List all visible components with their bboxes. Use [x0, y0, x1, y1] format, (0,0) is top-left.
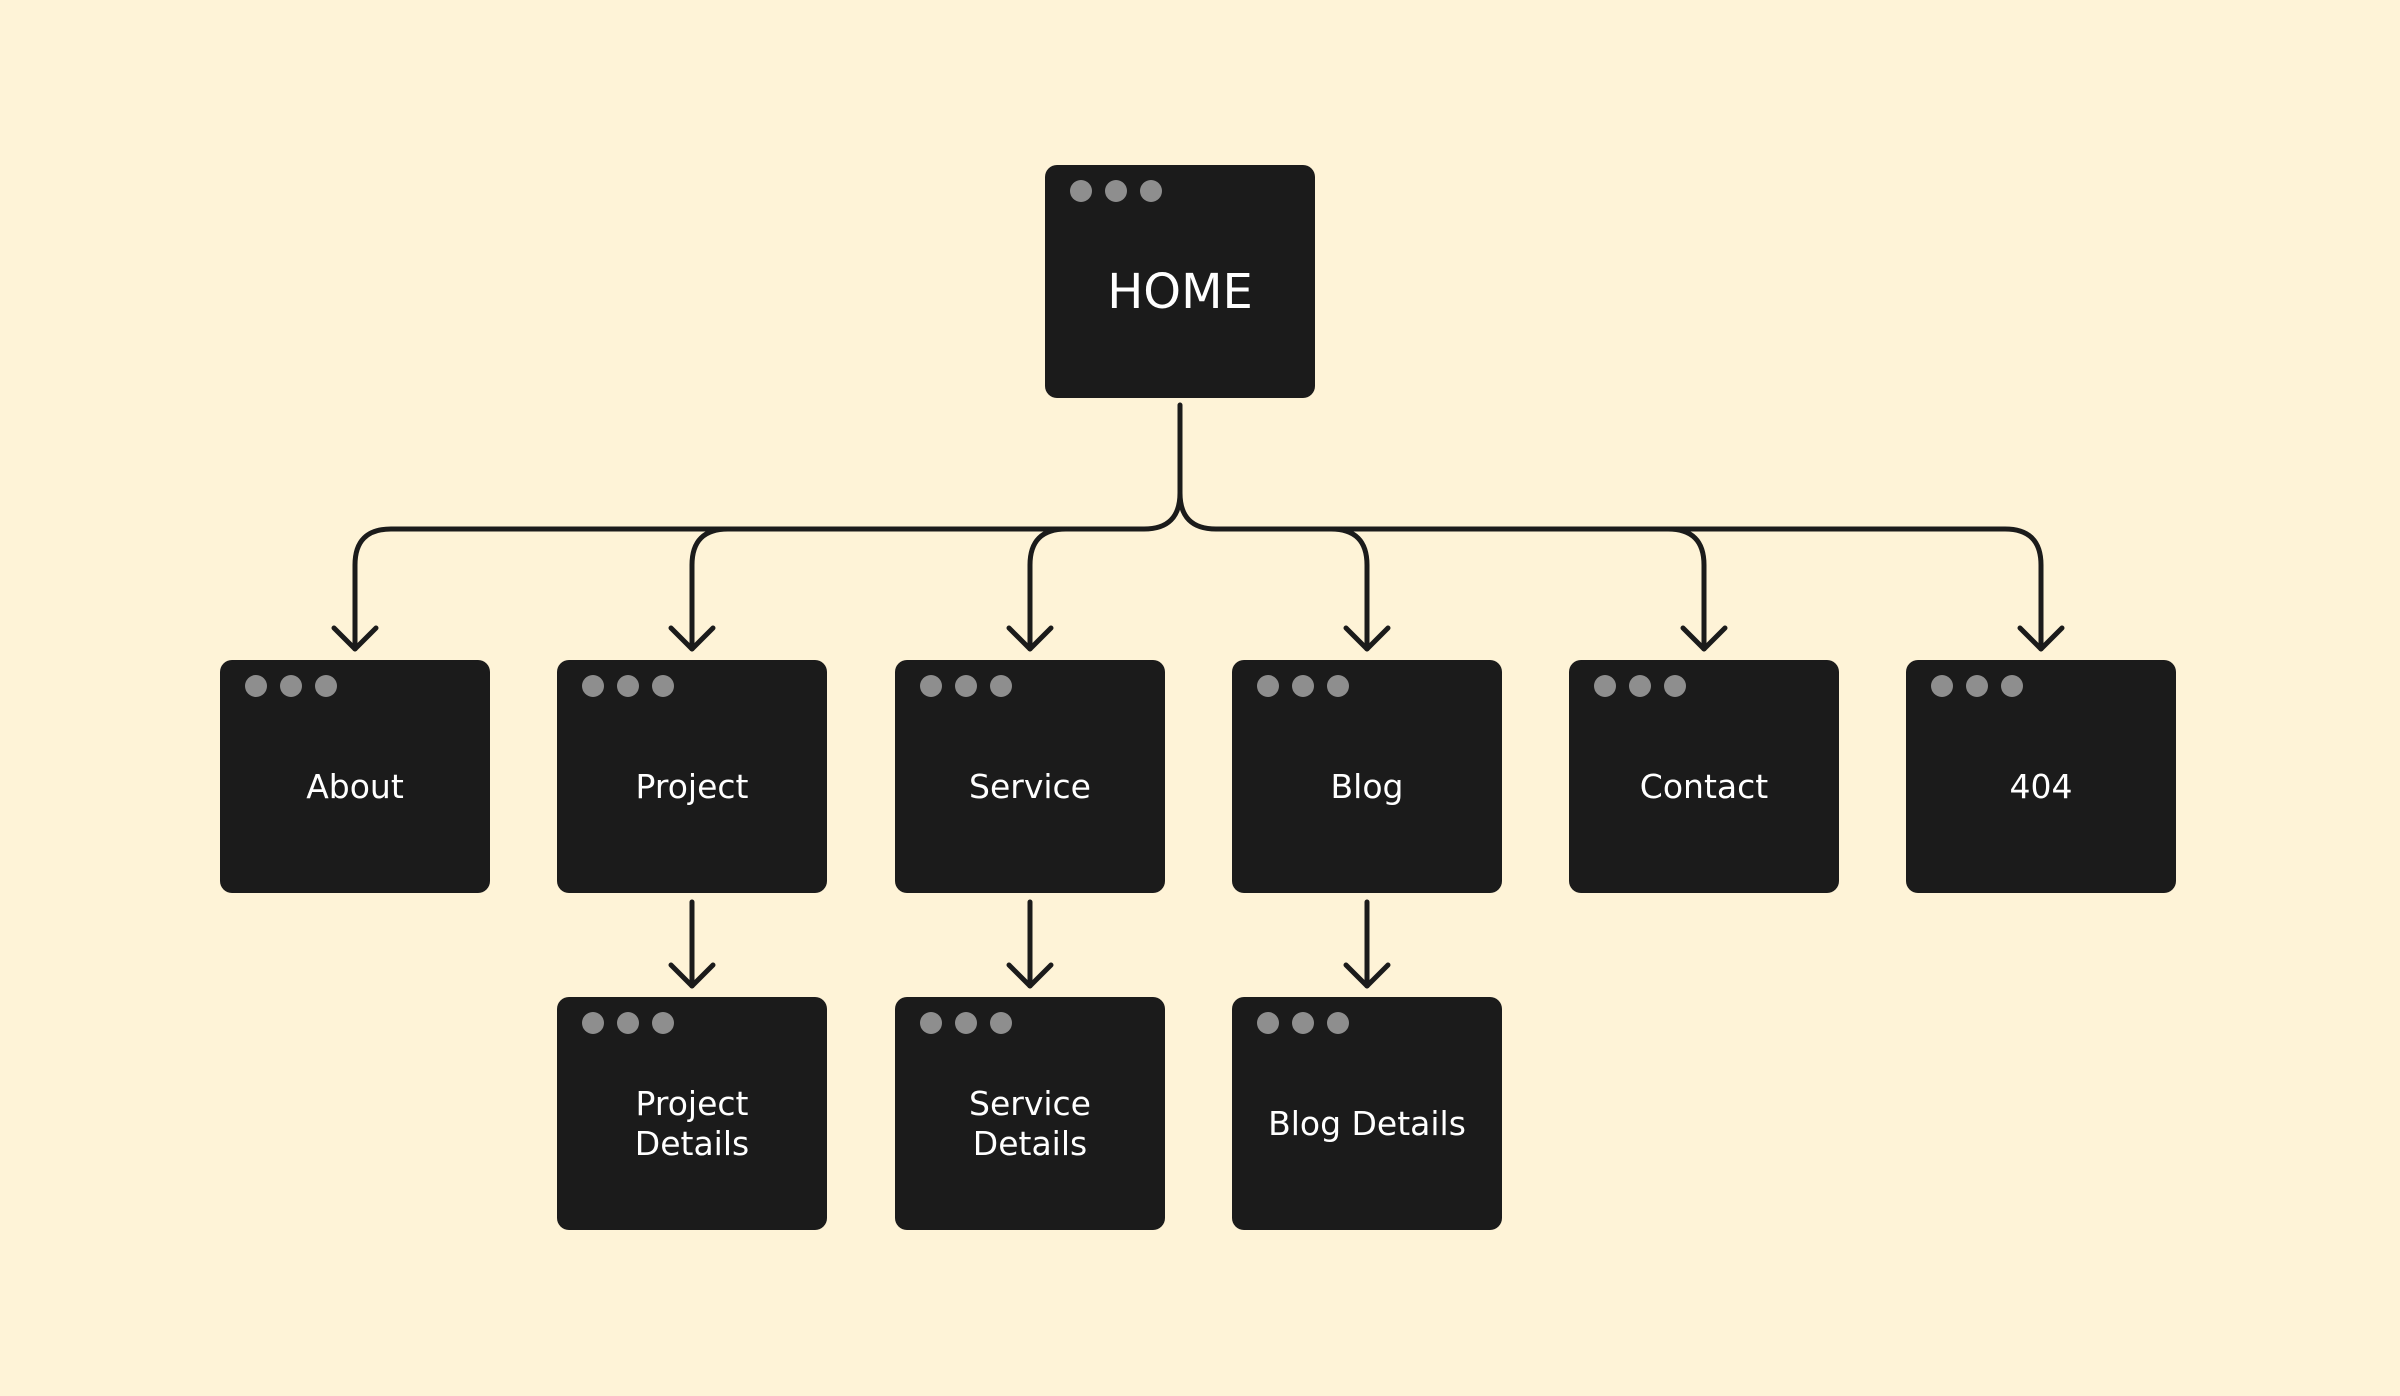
- node-label: HOME: [1107, 263, 1253, 320]
- arrow-blog-details-icon: [1343, 962, 1391, 989]
- node-service: Service: [895, 660, 1165, 893]
- node-404: 404: [1906, 660, 2176, 893]
- window-dots-icon: [582, 1012, 674, 1034]
- window-dots-icon: [1257, 675, 1349, 697]
- connector-home-blog: [1328, 526, 1370, 652]
- arrow-service-details-icon: [1006, 962, 1054, 989]
- window-dots-icon: [1257, 1012, 1349, 1034]
- window-dots-icon: [245, 675, 337, 697]
- arrow-404-icon: [2017, 625, 2065, 652]
- node-label: Project Details: [634, 1083, 750, 1163]
- arrow-contact-icon: [1680, 625, 1728, 652]
- node-home: HOME: [1045, 165, 1315, 398]
- window-dots-icon: [920, 1012, 1012, 1034]
- connector-home-about: [352, 402, 1183, 652]
- node-about: About: [220, 660, 490, 893]
- connector-home-404: [1177, 490, 2044, 652]
- arrow-project-icon: [668, 625, 716, 652]
- node-label: Service: [969, 766, 1091, 806]
- node-label: Service Details: [969, 1083, 1091, 1163]
- node-label: Project: [635, 766, 749, 806]
- node-label: Blog: [1330, 766, 1404, 806]
- node-label: 404: [2009, 766, 2073, 806]
- arrow-project-details-icon: [668, 962, 716, 989]
- arrow-blog-icon: [1343, 625, 1391, 652]
- node-project: Project: [557, 660, 827, 893]
- window-dots-icon: [1931, 675, 2023, 697]
- connector-home-project: [689, 526, 731, 652]
- connector-home-contact: [1665, 526, 1707, 652]
- node-label: About: [306, 766, 404, 806]
- node-contact: Contact: [1569, 660, 1839, 893]
- node-service-details: Service Details: [895, 997, 1165, 1230]
- arrow-service-icon: [1006, 625, 1054, 652]
- connector-home-service: [1027, 526, 1069, 652]
- node-project-details: Project Details: [557, 997, 827, 1230]
- window-dots-icon: [920, 675, 1012, 697]
- window-dots-icon: [1070, 180, 1162, 202]
- arrow-about-icon: [331, 625, 379, 652]
- node-label: Contact: [1639, 766, 1769, 806]
- node-blog: Blog: [1232, 660, 1502, 893]
- node-label: Blog Details: [1268, 1103, 1466, 1143]
- window-dots-icon: [582, 675, 674, 697]
- window-dots-icon: [1594, 675, 1686, 697]
- node-blog-details: Blog Details: [1232, 997, 1502, 1230]
